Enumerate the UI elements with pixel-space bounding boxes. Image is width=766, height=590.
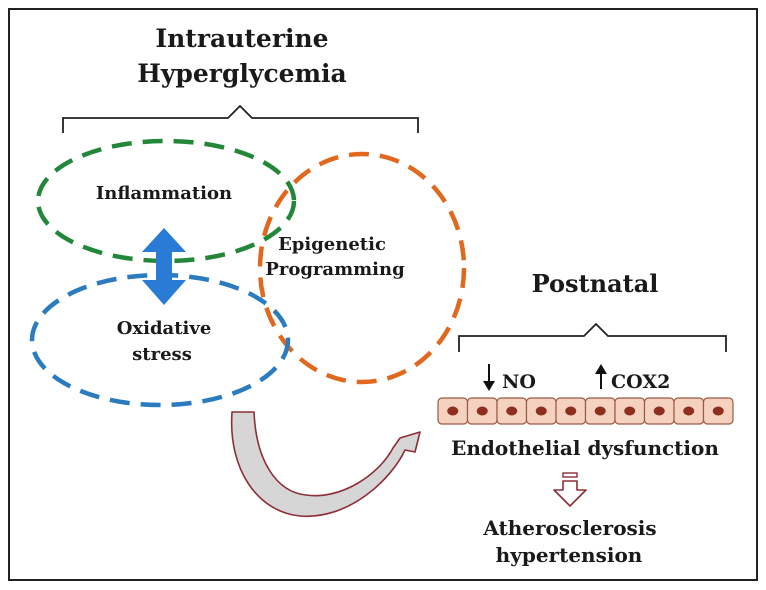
cell-nucleus (535, 406, 547, 416)
cell-nucleus (476, 406, 488, 416)
outcome-line2: hypertension (496, 543, 643, 567)
outcome-line1: Atherosclerosis (482, 516, 656, 540)
postnatal-brace (458, 322, 727, 352)
endothelial-dysfunction-label: Endothelial dysfunction (451, 436, 719, 460)
up-arrow-icon (595, 364, 607, 389)
cell-nucleus (447, 406, 459, 416)
epigenetic-label-line1: Epigenetic (278, 234, 386, 255)
cell-nucleus (683, 406, 695, 416)
oxidative-label-line1: Oxidative (117, 318, 212, 339)
figure-frame (8, 8, 758, 581)
title-line1: Intrauterine (155, 24, 328, 53)
cox2-label: COX2 (611, 371, 670, 393)
inflammation-label: Inflammation (96, 183, 232, 204)
title-line2: Hyperglycemia (137, 59, 347, 88)
top-brace (62, 104, 419, 133)
cell-nucleus (506, 406, 518, 416)
epigenetic-ellipse (257, 151, 467, 385)
oxidative-label-line2: stress (132, 344, 192, 365)
endothelial-cell (437, 397, 469, 425)
cell-nucleus (712, 406, 724, 416)
double-arrow-icon (142, 228, 186, 305)
endothelial-cell (584, 397, 616, 425)
endothelial-cell (614, 397, 646, 425)
cell-nucleus (565, 406, 577, 416)
down-arrow-icon (483, 364, 495, 391)
endothelial-cell (525, 397, 557, 425)
endothelial-cell (555, 397, 587, 425)
curved-transition-arrow-icon (230, 411, 421, 517)
cell-nucleus (594, 406, 606, 416)
cell-nucleus (653, 406, 665, 416)
endothelial-cell (673, 397, 705, 425)
endothelial-cell (466, 397, 498, 425)
endothelial-cell-row (437, 397, 734, 425)
endothelial-cell (702, 397, 734, 425)
no-label: NO (502, 371, 536, 393)
cell-nucleus (624, 406, 636, 416)
postnatal-title: Postnatal (532, 269, 659, 298)
inflammation-ellipse (35, 138, 297, 264)
epigenetic-label-line2: Programming (265, 259, 405, 280)
endothelial-cell (643, 397, 675, 425)
outcome-down-arrow-icon (553, 472, 587, 507)
endothelial-cell (496, 397, 528, 425)
